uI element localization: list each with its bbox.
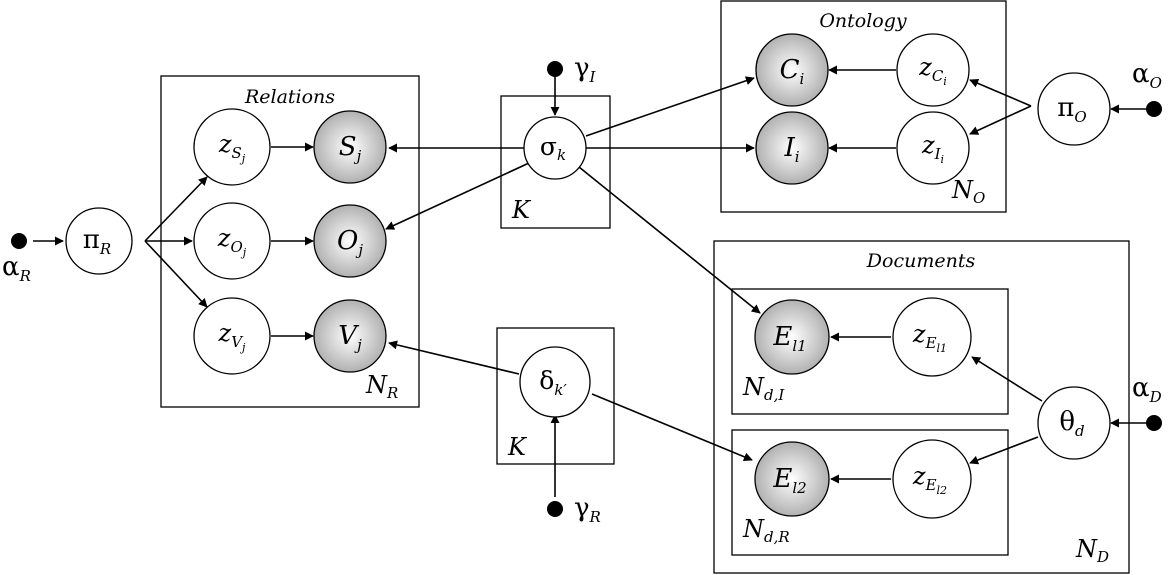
plate-entity-i: Nd,I	[731, 288, 1009, 415]
node-z-i-i: zIi	[896, 111, 970, 185]
edge-theta-to-zel2	[969, 436, 1039, 465]
plate-documents-title: Documents	[866, 250, 976, 272]
edge-theta-to-zel1	[971, 356, 1043, 402]
plate-entity-r-count: Nd,R	[742, 515, 790, 546]
hyper-gamma-r: γR	[547, 493, 601, 526]
edges	[33, 65, 1153, 497]
plate-documents: Documents ND	[713, 240, 1130, 574]
svg-text:γI: γI	[574, 53, 597, 86]
svg-text:πO: πO	[1057, 93, 1086, 126]
node-pi-o: πO	[1037, 72, 1111, 146]
svg-text:θd: θd	[1059, 407, 1084, 440]
plate-ontology: Ontology NO	[720, 0, 1007, 213]
edge-sigma-to-el1	[578, 166, 761, 314]
plate-ontology-title: Ontology	[819, 10, 907, 32]
node-delta-k: δk′	[519, 346, 591, 418]
svg-text:zVj: zVj	[218, 319, 247, 354]
svg-text:σk: σk	[540, 132, 566, 164]
svg-text:γR: γR	[574, 493, 601, 526]
hyper-alpha-r: αR	[2, 233, 31, 285]
node-z-c-i: zCi	[896, 33, 970, 107]
plate-relations: Relations NR	[160, 75, 420, 408]
svg-text:zOj: zOj	[217, 224, 247, 259]
svg-text:zEl2: zEl2	[912, 462, 947, 497]
node-z-v-j: zVj	[193, 297, 271, 375]
svg-text:El2: El2	[772, 464, 806, 497]
edge-sigma-to-ci	[585, 76, 755, 137]
node-sigma-k: σk	[523, 116, 587, 180]
node-c-i: Ci	[755, 33, 829, 107]
svg-text:Sj: Sj	[339, 132, 362, 165]
svg-text:zCi: zCi	[918, 53, 947, 88]
node-z-o-j: zOj	[193, 202, 271, 280]
node-theta-d: θd	[1037, 386, 1111, 460]
svg-text:Ci: Ci	[780, 55, 805, 88]
edge-sigma-to-oj	[385, 162, 530, 230]
edge-delta-to-el2	[591, 393, 753, 462]
node-v-j: Vj	[313, 299, 387, 373]
node-o-j: Oj	[313, 204, 387, 278]
node-z-e-l2: zEl2	[892, 439, 972, 519]
plate-relations-title: Relations	[244, 86, 335, 108]
plate-documents-count: ND	[1075, 535, 1109, 566]
node-e-l1: El1	[754, 299, 830, 375]
hyper-gamma-i: γI	[547, 53, 597, 86]
svg-text:zIi: zIi	[921, 131, 944, 166]
svg-text:Oj: Oj	[337, 226, 363, 259]
node-z-s-j: zSj	[193, 108, 271, 186]
edge-pir-to-zvj	[144, 240, 208, 308]
svg-text:δk′: δk′	[539, 366, 567, 399]
plate-relations-count: NR	[365, 371, 398, 402]
svg-text:Vj: Vj	[338, 321, 362, 354]
edge-pio-to-zci	[969, 79, 1032, 107]
hyper-alpha-o: αO	[1132, 59, 1162, 117]
node-i-i: Ii	[755, 111, 829, 185]
svg-text:αD: αD	[1132, 373, 1162, 406]
edge-pir-to-zsj	[144, 176, 208, 242]
node-z-e-l1: zEl1	[892, 297, 972, 377]
plate-entity-i-count: Nd,I	[742, 373, 785, 404]
edge-delta-to-vj	[388, 340, 520, 375]
plate-k-sigma-count: K	[511, 196, 532, 224]
plate-entity-r: Nd,R	[731, 429, 1009, 556]
svg-text:πR: πR	[83, 225, 111, 258]
svg-text:zSj: zSj	[218, 130, 246, 165]
node-e-l2: El2	[754, 441, 830, 517]
edge-pio-to-zii	[969, 105, 1032, 135]
plate-k-delta-count: K	[507, 433, 528, 461]
svg-text:αO: αO	[1132, 59, 1162, 92]
node-s-j: Sj	[313, 110, 387, 184]
plate-ontology-count: NO	[951, 176, 985, 207]
svg-text:El1: El1	[772, 322, 806, 355]
node-pi-r: πR	[65, 207, 133, 275]
svg-text:αR: αR	[2, 252, 31, 285]
svg-text:zEl1: zEl1	[912, 320, 947, 355]
svg-text:Ii: Ii	[783, 133, 799, 166]
hyper-alpha-d: αD	[1132, 373, 1162, 431]
